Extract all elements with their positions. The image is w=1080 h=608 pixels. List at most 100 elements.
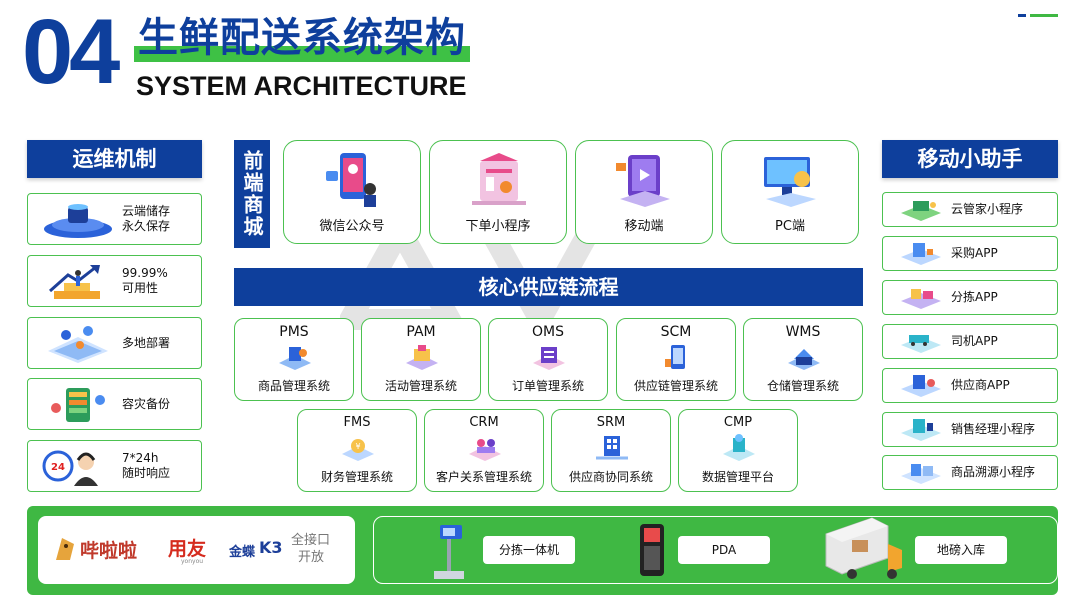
system-name: 供应商协同系统	[568, 470, 653, 484]
cloud-butler-icon	[901, 201, 941, 221]
sales-manager-icon	[901, 419, 941, 441]
assistant-item-label: 司机APP	[951, 334, 998, 348]
core-system-card[interactable]: CMP 数据管理平台	[678, 409, 798, 492]
ops-item-line1: 容灾备份	[122, 396, 171, 411]
kingdee-logo: 金蝶	[229, 545, 256, 560]
order-miniprogram-icon	[472, 153, 526, 205]
sorting-app-icon	[901, 289, 941, 309]
assistant-item[interactable]: 云管家小程序	[882, 192, 1058, 227]
system-abbr: CRM	[469, 415, 499, 430]
ops-item-line2: 可用性	[122, 281, 159, 295]
core-system-card[interactable]: WMS 仓储管理系统	[743, 318, 863, 401]
device-label: 分拣一体机	[483, 536, 575, 564]
supply-chain-icon	[665, 345, 685, 369]
svg-text:¥: ¥	[355, 442, 360, 451]
ops-item-line1: 多地部署	[122, 335, 171, 350]
system-abbr: PAM	[406, 324, 436, 340]
frontend-label: 前端商城	[234, 140, 270, 248]
product-system-icon	[279, 347, 311, 370]
bilala-logo-icon	[56, 538, 74, 560]
core-system-card[interactable]: SCM 供应链管理系统	[616, 318, 736, 401]
pda-icon	[640, 524, 664, 576]
assistant-item[interactable]: 供应商APP	[882, 368, 1058, 403]
assistant-title: 移动小助手	[882, 140, 1058, 178]
warehouse-icon	[788, 349, 820, 370]
partners-panel: 哔啦啦 用友 yonyou 金蝶 K3 全接口 开放	[38, 516, 355, 584]
backup-icon	[51, 388, 105, 422]
headset-support-icon: 24	[42, 450, 98, 486]
device-label: PDA	[678, 536, 770, 564]
finance-icon: ¥	[342, 439, 374, 461]
pc-icon	[764, 157, 816, 207]
yonyou-logo-sub: yonyou	[181, 558, 204, 565]
product-trace-icon	[901, 464, 941, 484]
system-name: 仓储管理系统	[766, 379, 839, 393]
system-name: 商品管理系统	[257, 379, 330, 393]
frontend-card-wechat[interactable]: 微信公众号	[283, 140, 421, 244]
ops-item-line1: 云端储存	[122, 204, 171, 218]
ops-item: 多地部署	[27, 317, 202, 369]
system-name: 财务管理系统	[320, 470, 393, 484]
cloud-storage-icon	[44, 204, 112, 238]
activity-system-icon	[406, 345, 438, 370]
core-system-card[interactable]: CRM 客户关系管理系统	[424, 409, 544, 492]
system-name: 客户关系管理系统	[435, 470, 532, 484]
ops-item-line2: 随时响应	[122, 466, 171, 480]
system-name: 订单管理系统	[511, 379, 584, 393]
customer-icon	[469, 439, 501, 461]
supplier-app-icon	[901, 375, 941, 397]
core-system-card[interactable]: OMS 订单管理系统	[488, 318, 608, 401]
assistant-item[interactable]: 司机APP	[882, 324, 1058, 359]
system-abbr: SRM	[596, 415, 626, 430]
assistant-item[interactable]: 销售经理小程序	[882, 412, 1058, 447]
frontend-card-label: 移动端	[624, 219, 664, 234]
ops-item: 云端储存永久保存	[27, 193, 202, 245]
map-deploy-icon	[48, 326, 108, 363]
core-system-card[interactable]: PAM 活动管理系统	[361, 318, 481, 401]
assistant-item-label: 分拣APP	[951, 290, 998, 304]
frontend-card-miniprogram[interactable]: 下单小程序	[429, 140, 567, 244]
ops-title: 运维机制	[27, 140, 202, 178]
device-label: 地磅入库	[915, 536, 1007, 564]
open-api-line1: 全接口	[291, 533, 331, 548]
driver-app-icon	[901, 335, 941, 353]
open-api-line2: 开放	[298, 550, 325, 565]
assistant-item-label: 采购APP	[951, 246, 998, 260]
kingdee-mark: K3	[259, 538, 283, 557]
system-name: 活动管理系统	[384, 379, 457, 393]
assistant-item-label: 商品溯源小程序	[951, 465, 1036, 479]
devices-panel	[373, 516, 1058, 584]
ops-item: 99.99%可用性	[27, 255, 202, 307]
section-number: 04	[22, 1, 120, 103]
supplier-icon	[596, 436, 628, 460]
core-system-card[interactable]: PMS 商品管理系统	[234, 318, 354, 401]
svg-text:24: 24	[51, 462, 65, 473]
ops-item-line1: 99.99%	[122, 266, 168, 280]
assistant-item[interactable]: 采购APP	[882, 236, 1058, 271]
frontend-card-label: 微信公众号	[319, 219, 385, 234]
ops-item-line2: 永久保存	[122, 219, 171, 233]
sorting-machine-icon	[434, 525, 464, 579]
assistant-item-label: 销售经理小程序	[951, 422, 1036, 436]
page-title: 生鲜配送系统架构	[134, 14, 470, 62]
page-subtitle: SYSTEM ARCHITECTURE	[136, 71, 467, 101]
assistant-item[interactable]: 分拣APP	[882, 280, 1058, 315]
frontend-card-label: 下单小程序	[465, 219, 531, 234]
yonyou-logo: 用友	[168, 538, 207, 560]
order-system-icon	[533, 347, 565, 370]
frontend-card-mobile[interactable]: 移动端	[575, 140, 713, 244]
frontend-card-pc[interactable]: PC端	[721, 140, 859, 244]
growth-chart-icon	[49, 265, 100, 299]
frontend-card-label: PC端	[775, 219, 805, 234]
system-abbr: WMS	[785, 324, 821, 340]
truck-scale-icon	[825, 517, 902, 579]
ops-item-line1: 7*24h	[122, 451, 159, 465]
assistant-item[interactable]: 商品溯源小程序	[882, 455, 1058, 490]
system-abbr: FMS	[343, 415, 371, 430]
core-system-card[interactable]: SRM 供应商协同系统	[551, 409, 671, 492]
core-system-card[interactable]: FMS ¥ 财务管理系统	[297, 409, 417, 492]
assistant-item-label: 供应商APP	[951, 378, 1010, 392]
ops-item: 容灾备份	[27, 378, 202, 430]
data-platform-icon	[723, 434, 755, 461]
